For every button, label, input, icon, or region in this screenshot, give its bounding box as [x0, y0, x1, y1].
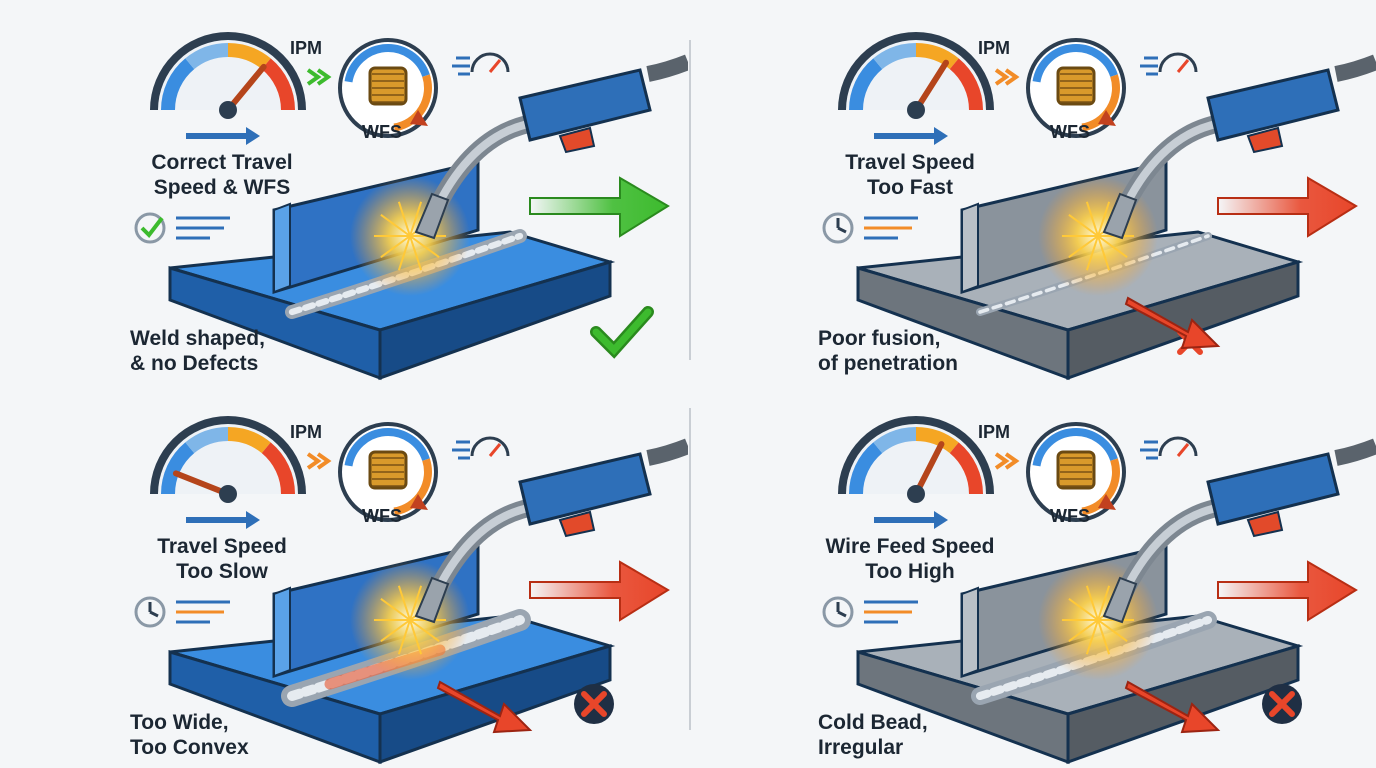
- panel-outcome: Weld shaped,& no Defects: [130, 327, 265, 375]
- defect-arrow: [1124, 296, 1221, 350]
- panel-illustration: [134, 416, 688, 765]
- wfs-label: WFS: [362, 122, 402, 142]
- panel-outcome: Cold Bead,Irregular: [818, 711, 928, 759]
- chevron-right-icon: [994, 68, 1020, 86]
- mini-gauge-icon: [452, 52, 510, 76]
- status-lines: [176, 600, 230, 624]
- panel-illustration: [134, 32, 688, 381]
- wire-spool-icon: [1026, 38, 1126, 138]
- cross-icon: [1262, 684, 1302, 724]
- travel-direction-arrow: [874, 127, 948, 145]
- ipm-label: IPM: [978, 422, 1011, 442]
- speed-gauge-icon: [838, 416, 994, 503]
- status-lines: [176, 216, 230, 240]
- travel-direction-arrow: [874, 511, 948, 529]
- panel-illustration: [822, 32, 1376, 381]
- cross-icon: [574, 684, 614, 724]
- travel-direction-arrow: [186, 127, 260, 145]
- vertical-divider: [689, 40, 691, 360]
- wire-spool-icon: [1026, 422, 1126, 522]
- clock-icon: [822, 212, 854, 244]
- defect-arrow: [436, 680, 533, 734]
- welding-torch: [414, 54, 688, 240]
- wire-spool-icon: [338, 422, 438, 522]
- wfs-label: WFS: [1050, 122, 1090, 142]
- panel-illustration: [822, 416, 1376, 765]
- welding-torch: [414, 438, 688, 624]
- status-lines: [864, 216, 918, 240]
- ipm-label: IPM: [290, 38, 323, 58]
- chevron-right-icon: [306, 452, 332, 470]
- wfs-label: WFS: [1050, 506, 1090, 526]
- panel-outcome: Poor fusion,of penetration: [818, 327, 958, 375]
- checkmark-icon: [134, 212, 166, 244]
- status-lines: [864, 600, 918, 624]
- mini-gauge-icon: [1140, 52, 1198, 76]
- travel-speed-arrow: [529, 560, 670, 622]
- defect-arrow: [1124, 680, 1221, 734]
- clock-icon: [822, 596, 854, 628]
- mini-gauge-icon: [1140, 436, 1198, 460]
- welding-torch: [1102, 54, 1376, 240]
- checkmark-icon: [590, 306, 654, 359]
- clock-icon: [134, 596, 166, 628]
- wire-spool-icon: [338, 38, 438, 138]
- wfs-label: WFS: [362, 506, 402, 526]
- speed-gauge-icon: [150, 32, 306, 119]
- travel-speed-arrow: [1217, 560, 1358, 622]
- travel-speed-arrow: [529, 176, 670, 238]
- vertical-divider-lower: [689, 408, 691, 730]
- panel-outcome: Too Wide,Too Convex: [130, 711, 249, 759]
- welding-torch: [1102, 438, 1376, 624]
- mini-gauge-icon: [452, 436, 510, 460]
- speed-gauge-icon: [150, 416, 306, 503]
- spark-icon: [374, 585, 446, 655]
- chevron-right-icon: [306, 68, 332, 86]
- travel-speed-arrow: [1217, 176, 1358, 238]
- speed-gauge-icon: [838, 32, 994, 119]
- travel-direction-arrow: [186, 511, 260, 529]
- ipm-label: IPM: [978, 38, 1011, 58]
- ipm-label: IPM: [290, 422, 323, 442]
- chevron-right-icon: [994, 452, 1020, 470]
